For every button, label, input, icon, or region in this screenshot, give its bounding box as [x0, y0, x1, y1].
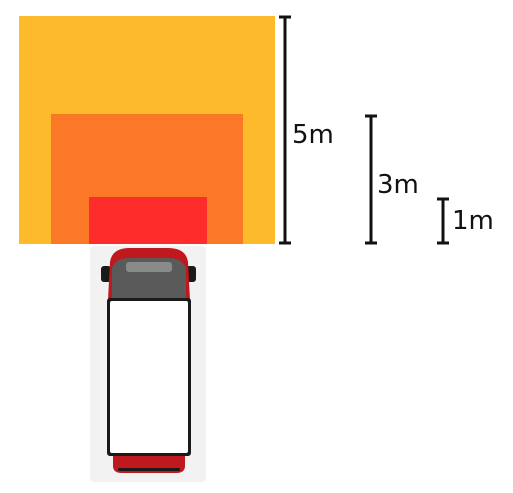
dimension-label-3m: 3m	[377, 170, 419, 200]
zone-1m	[89, 197, 207, 244]
dimension-label-5m: 5m	[292, 120, 334, 150]
dimension-bracket-3m	[365, 114, 377, 245]
dimension-bracket-5m	[279, 15, 291, 245]
dimension-label-1m: 1m	[452, 206, 494, 236]
dimension-bracket-1m	[437, 197, 449, 245]
